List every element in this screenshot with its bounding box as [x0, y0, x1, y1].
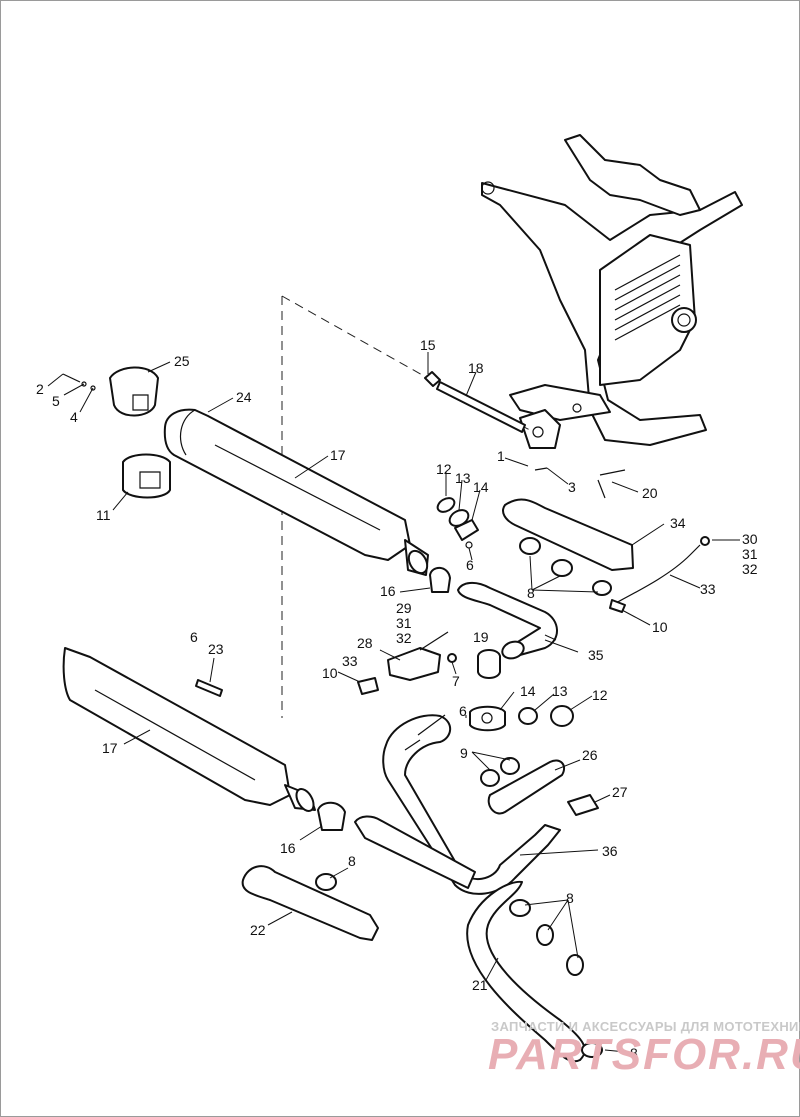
callout-22: 22: [250, 922, 266, 938]
callout-27: 27: [612, 784, 628, 800]
rear-header-pipe: [354, 714, 599, 895]
callout-8-left: 8: [348, 853, 356, 869]
callout-8-bottom: 8: [630, 1045, 638, 1061]
callout-9: 9: [460, 745, 468, 761]
callout-17-lower: 17: [102, 740, 118, 756]
callout-25: 25: [174, 353, 190, 369]
callout-14-lower: 14: [520, 683, 536, 699]
callout-16-lower: 16: [280, 840, 296, 856]
callout-26: 26: [582, 747, 598, 763]
callout-30: 30: [742, 531, 758, 547]
watermark-logo: PARTSFOR.RU: [488, 1030, 800, 1079]
callout-4: 4: [70, 409, 78, 425]
callout-31-right: 31: [742, 546, 758, 562]
callout-33-right: 33: [700, 581, 716, 597]
callout-10-right: 10: [652, 619, 668, 635]
callout-18: 18: [468, 360, 484, 376]
callout-5: 5: [52, 393, 60, 409]
callout-12-upper: 12: [436, 461, 452, 477]
lower-muffler: [62, 647, 316, 812]
front-header-pipe: [457, 498, 634, 660]
callout-33-left: 33: [342, 653, 358, 669]
support-rod: [424, 371, 626, 499]
callout-8-right: 8: [566, 890, 574, 906]
callout-8-upper: 8: [527, 585, 535, 601]
callout-32-left: 32: [396, 630, 412, 646]
callout-32-right: 32: [742, 561, 758, 577]
callout-24: 24: [236, 389, 252, 405]
callout-21: 21: [472, 977, 488, 993]
callout-16-upper: 16: [380, 583, 396, 599]
callout-19: 19: [473, 629, 489, 645]
heat-shield-22: [241, 865, 379, 941]
upper-muffler: [163, 408, 429, 576]
callout-13-upper: 13: [455, 470, 471, 486]
callout-numbers: 2 5 4 25 24 17 11 15 18 1 3 20 12 13 14 …: [36, 337, 758, 1061]
callout-35: 35: [588, 647, 604, 663]
callout-34: 34: [670, 515, 686, 531]
callout-36: 36: [602, 843, 618, 859]
callout-3: 3: [568, 479, 576, 495]
callout-10-left: 10: [322, 665, 338, 681]
callout-28: 28: [357, 635, 373, 651]
callout-31-left: 31: [396, 615, 412, 631]
callout-6-lower: 6: [459, 703, 467, 719]
gasket-19: [477, 649, 501, 679]
fasteners-small: [62, 373, 96, 391]
callout-14-upper: 14: [473, 479, 489, 495]
callout-20: 20: [642, 485, 658, 501]
callout-11: 11: [96, 507, 111, 523]
watermark-tagline: ЗАПЧАСТИ И АКСЕССУАРЫ ДЛЯ МОТОТЕХНИКИ: [491, 1019, 800, 1034]
callout-1: 1: [497, 448, 505, 464]
callout-12-lower: 12: [592, 687, 608, 703]
callout-6-left: 6: [190, 629, 198, 645]
callout-7: 7: [452, 673, 460, 689]
muffler-end-cap: [109, 366, 159, 417]
callout-23: 23: [208, 641, 224, 657]
callout-2: 2: [36, 381, 44, 397]
callout-29: 29: [396, 600, 412, 616]
callout-13-lower: 13: [552, 683, 568, 699]
callout-6-upper: 6: [466, 557, 474, 573]
callout-15: 15: [420, 337, 436, 353]
callout-17-upper: 17: [330, 447, 346, 463]
motorcycle-frame: [481, 134, 743, 449]
shield-cap: [122, 453, 171, 499]
upper-clamp: [429, 566, 451, 593]
leader-lines: [47, 352, 740, 1053]
